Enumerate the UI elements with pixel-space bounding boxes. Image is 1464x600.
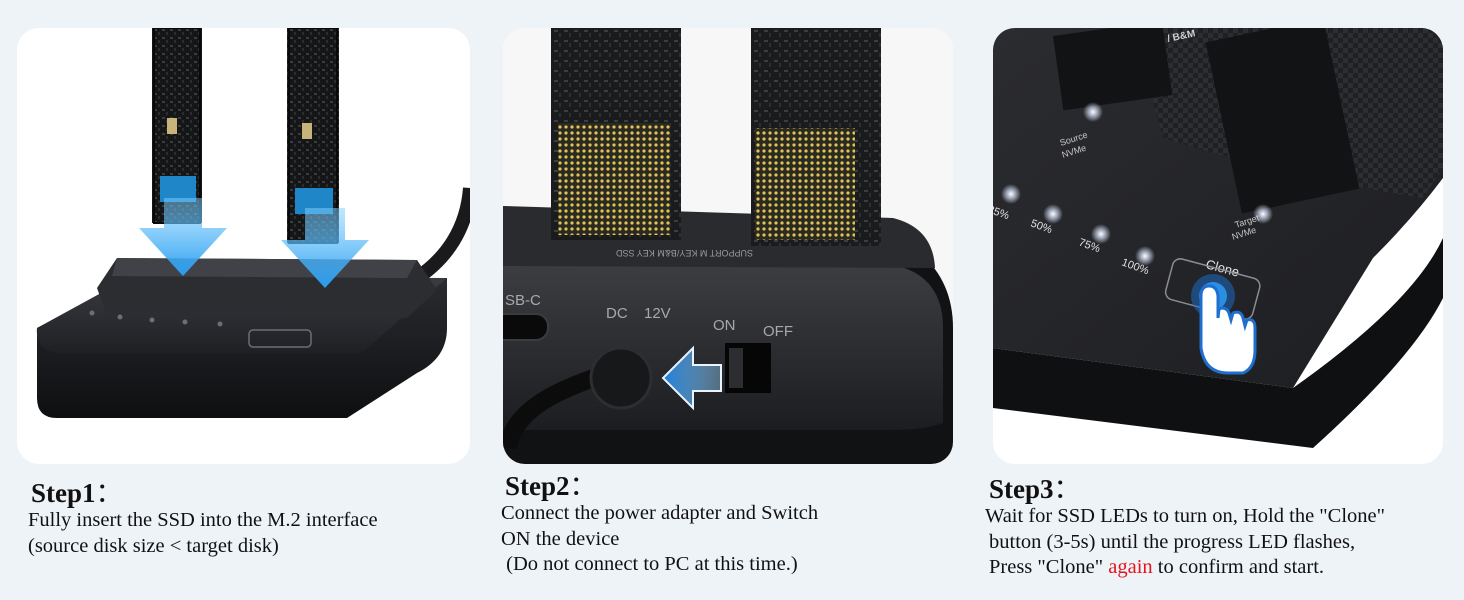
step1-title: Step1：	[31, 478, 378, 508]
step3-line1: Wait for SSD LEDs to turn on, Hold the "…	[985, 505, 1386, 527]
step3-line2: button (3-5s) until the progress LED fla…	[989, 530, 1356, 553]
strip-text: SUPPORT M KEY/B&M KEY SSD	[615, 248, 753, 258]
step1-image	[17, 28, 470, 464]
step2-colon: ：	[569, 471, 597, 501]
step2-image: SUPPORT M KEY/B&M KEY SSD SB-C DC 12V ON…	[503, 28, 953, 464]
step2-line1: Connect the power adapter and Switch	[501, 502, 819, 524]
step3-title: Step3：	[989, 474, 1385, 504]
usbc-label: SB-C	[505, 292, 541, 309]
tap-hand-icon	[1191, 274, 1257, 375]
step2-line3: (Do not connect to PC at this time.)	[501, 553, 798, 575]
step1-caption: Step1： Fully insert the SSD into the M.2…	[28, 478, 378, 559]
step3-line3: Press "Clone" again to confirm and start…	[989, 555, 1385, 581]
step2-line2: ON the device	[501, 527, 620, 550]
volt-label: 12V	[644, 305, 671, 322]
step1-title-text: Step1	[31, 478, 96, 508]
off-label: OFF	[763, 323, 793, 340]
step3-again-highlight: again	[1108, 556, 1153, 578]
step2-caption: Step2： Connect the power adapter and Swi…	[501, 471, 818, 578]
step2-title: Step2：	[505, 471, 818, 501]
step3-image: / B&M Source NVMe Target NVMe 25% 50% 75…	[993, 28, 1443, 464]
step3-line3-pre: Press "Clone"	[989, 556, 1109, 578]
dc-label: DC	[606, 305, 628, 322]
step3-title-text: Step3	[989, 474, 1054, 504]
step3-line3-post: to confirm and start.	[1152, 556, 1325, 578]
step3-caption: Step3： Wait for SSD LEDs to turn on, Hol…	[985, 474, 1385, 581]
step3-colon: ：	[1053, 474, 1081, 504]
step1-line1: Fully insert the SSD into the M.2 interf…	[28, 509, 378, 531]
step1-line2: (source disk size < target disk)	[28, 534, 279, 557]
on-label: ON	[713, 317, 736, 334]
step1-colon: ：	[95, 478, 123, 508]
step2-title-text: Step2	[505, 471, 570, 501]
